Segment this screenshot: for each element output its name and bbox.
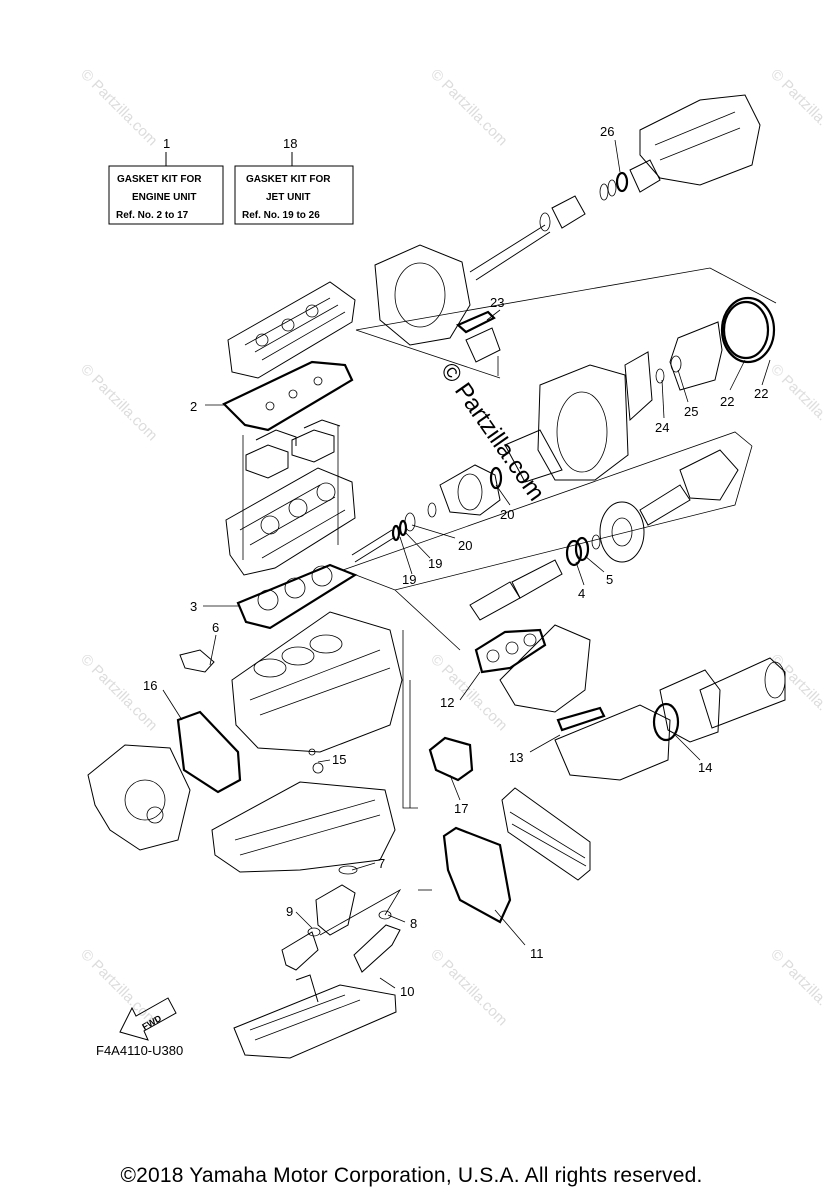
exhaust-manifold — [474, 624, 591, 713]
watermark: © Partzilla.com — [427, 66, 510, 149]
callout-label: 16 — [143, 678, 157, 693]
assembly-guides — [319, 267, 777, 936]
kit-line: Ref. No. 19 to 26 — [242, 210, 320, 221]
callout-label: 20 — [500, 507, 514, 522]
cam-caps — [242, 419, 341, 560]
callout-label: 19 — [428, 556, 442, 571]
callout-label: 26 — [600, 124, 614, 139]
callout-label: 23 — [490, 295, 504, 310]
valve-cover-gasket — [222, 360, 354, 432]
callout-label: 19 — [402, 572, 416, 587]
watermark: © Partzilla.com — [767, 66, 823, 149]
callout-label: 10 — [400, 984, 414, 999]
oil-pump-parts — [281, 865, 401, 973]
gasket-17 — [428, 736, 474, 782]
coupling-shaft — [351, 512, 416, 563]
callout-label: 13 — [509, 750, 523, 765]
callouts: 2 3 4 5 6 7 8 9 10 11 12 13 14 15 16 17 … — [143, 124, 768, 999]
exhaust-pipe — [554, 657, 786, 781]
callout-label: 15 — [332, 752, 346, 767]
drive-shaft — [469, 179, 617, 281]
callout-label: 8 — [410, 916, 417, 931]
coupler — [469, 449, 739, 621]
side-cover — [442, 787, 591, 924]
kit-line: GASKET KIT FOR — [117, 174, 202, 185]
kit-engine: 1 GASKET KIT FOR ENGINE UNIT Ref. No. 2 … — [108, 136, 224, 225]
callout-label: 7 — [378, 856, 385, 871]
oil-pan — [233, 974, 397, 1059]
cylinder-head — [225, 467, 356, 576]
watermark: © Partzilla.com — [77, 946, 160, 1029]
callout-label: 25 — [684, 404, 698, 419]
kit-line: JET UNIT — [266, 192, 310, 203]
callout-label: 12 — [440, 695, 454, 710]
kit-line: GASKET KIT FOR — [246, 174, 331, 185]
watermark: © Partzilla.com — [767, 946, 823, 1029]
stator-cover — [87, 744, 191, 851]
callout-label: 20 — [458, 538, 472, 553]
callout-label: 11 — [530, 946, 544, 961]
callout-label: 5 — [606, 572, 613, 587]
bearing-housing — [427, 464, 503, 518]
jet-housing — [615, 94, 761, 193]
callout-label: 22 — [754, 386, 768, 401]
watermark: © Partzilla.com — [427, 651, 510, 734]
watermarks: © Partzilla.com © Partzilla.com © Partzi… — [77, 66, 823, 1029]
watermark: © Partzilla.com — [427, 946, 510, 1029]
callout-label: 3 — [190, 599, 197, 614]
kit-jet: 18 GASKET KIT FOR JET UNIT Ref. No. 19 t… — [234, 136, 354, 225]
valve-cover — [227, 281, 356, 379]
impeller-housing — [504, 364, 629, 483]
leader-lines — [162, 139, 771, 989]
pump-housing — [374, 244, 471, 346]
nozzle-rings — [624, 296, 776, 422]
gasket-holes — [265, 376, 323, 411]
crankcase-seal-16 — [176, 710, 242, 794]
kit-line: ENGINE UNIT — [132, 192, 196, 203]
cover-23 — [455, 310, 501, 376]
callout-label: 24 — [655, 420, 669, 435]
watermark: © Partzilla.com — [77, 361, 160, 444]
callout-label: 17 — [454, 801, 468, 816]
cylinder-block — [179, 611, 403, 753]
diagram-code: F4A4110-U380 — [96, 1043, 184, 1058]
callout-label: 2 — [190, 399, 197, 414]
watermark: © Partzilla.com — [77, 66, 160, 149]
copyright-notice: ©2018 Yamaha Motor Corporation, U.S.A. A… — [120, 1164, 703, 1187]
callout-label: 1 — [163, 136, 170, 151]
callout-label: 18 — [283, 136, 297, 151]
kit-line: Ref. No. 2 to 17 — [116, 210, 189, 221]
head-gasket — [236, 563, 358, 630]
callout-label: 4 — [578, 586, 585, 601]
crankcase — [211, 748, 396, 873]
callout-label: 22 — [720, 394, 734, 409]
callout-label: 6 — [212, 620, 219, 635]
callout-label: 14 — [698, 760, 712, 775]
callout-label: 9 — [286, 904, 293, 919]
watermark: © Partzilla.com — [767, 361, 823, 444]
